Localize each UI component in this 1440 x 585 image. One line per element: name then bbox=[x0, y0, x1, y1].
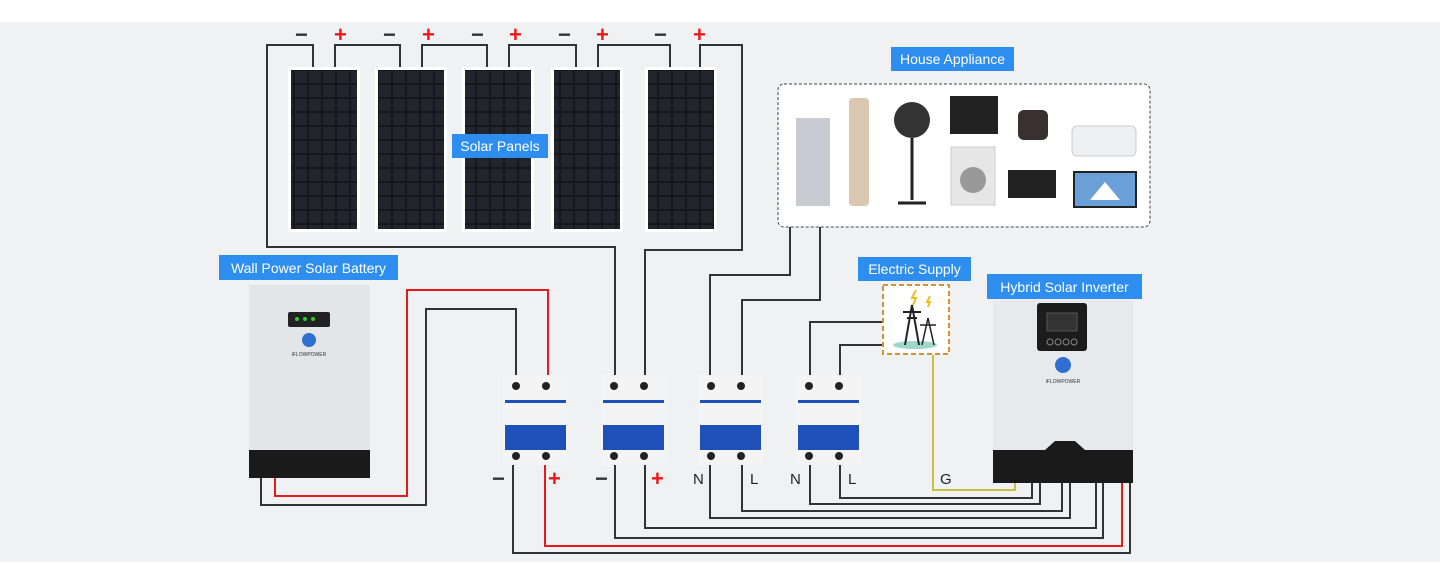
ground-wire bbox=[932, 355, 1016, 491]
rice-cooker-icon bbox=[1018, 110, 1048, 140]
battery-positive-wire bbox=[274, 289, 549, 497]
refrigerator-icon bbox=[796, 118, 830, 206]
microwave-icon bbox=[1008, 170, 1056, 198]
panel-1-minus: − bbox=[295, 22, 308, 47]
solar-panel-1 bbox=[291, 70, 357, 229]
panel-2-minus: − bbox=[383, 22, 396, 47]
breaker-1 bbox=[503, 375, 568, 465]
breaker-4-n: N bbox=[790, 471, 801, 488]
breaker-3-n: N bbox=[693, 471, 704, 488]
electric-supply-box bbox=[882, 284, 950, 355]
inverter-unit: iFLOWPOWER bbox=[993, 300, 1133, 483]
battery-unit: iFLOWPOWER bbox=[249, 285, 370, 478]
panel-3-minus: − bbox=[471, 22, 484, 47]
panel-3-plus: + bbox=[509, 22, 522, 47]
breaker-2 bbox=[601, 375, 666, 465]
electric-supply-label: Electric Supply bbox=[858, 257, 971, 281]
svg-text:iFLOWPOWER: iFLOWPOWER bbox=[1046, 379, 1081, 385]
breaker-1-plus: + bbox=[548, 466, 561, 491]
battery-negative-wire bbox=[260, 308, 517, 506]
solar-panel-2 bbox=[378, 70, 444, 229]
panel-5-minus: − bbox=[654, 22, 667, 47]
battery-label: Wall Power Solar Battery bbox=[219, 255, 398, 280]
appliance-box bbox=[777, 83, 1151, 228]
panel-4-minus: − bbox=[558, 22, 571, 47]
tv-icon bbox=[1073, 171, 1137, 208]
breaker-2-minus: − bbox=[595, 466, 608, 491]
background bbox=[0, 22, 1440, 562]
breaker-3-l: L bbox=[750, 471, 759, 488]
solar-panel-4 bbox=[554, 70, 620, 229]
breaker-4-l: L bbox=[848, 471, 857, 488]
panel-1-plus: + bbox=[334, 22, 347, 47]
house-appliance-label: House Appliance bbox=[891, 47, 1014, 71]
breaker-4 bbox=[796, 375, 861, 465]
breaker-1-minus: − bbox=[492, 466, 505, 491]
breaker-3 bbox=[698, 375, 763, 465]
fan-icon bbox=[894, 102, 930, 205]
wall-ac-icon bbox=[1071, 125, 1137, 157]
lightning-icon bbox=[910, 289, 918, 306]
panel-wires bbox=[266, 44, 743, 375]
inverter-label: Hybrid Solar Inverter bbox=[987, 274, 1142, 299]
panel-5-plus: + bbox=[693, 22, 706, 47]
power-tower-icon bbox=[903, 304, 921, 346]
washing-machine-icon bbox=[950, 146, 996, 206]
svg-text:iFLOWPOWER: iFLOWPOWER bbox=[292, 352, 327, 358]
breakers bbox=[503, 375, 861, 465]
panel-2-plus: + bbox=[422, 22, 435, 47]
panel-4-plus: + bbox=[596, 22, 609, 47]
breaker-2-plus: + bbox=[651, 466, 664, 491]
air-conditioner-tower-icon bbox=[849, 98, 869, 206]
solar-panel-5 bbox=[648, 70, 714, 229]
solar-panels-label: Solar Panels bbox=[452, 134, 548, 158]
ground-label: G bbox=[940, 471, 952, 488]
oven-icon bbox=[950, 96, 998, 134]
